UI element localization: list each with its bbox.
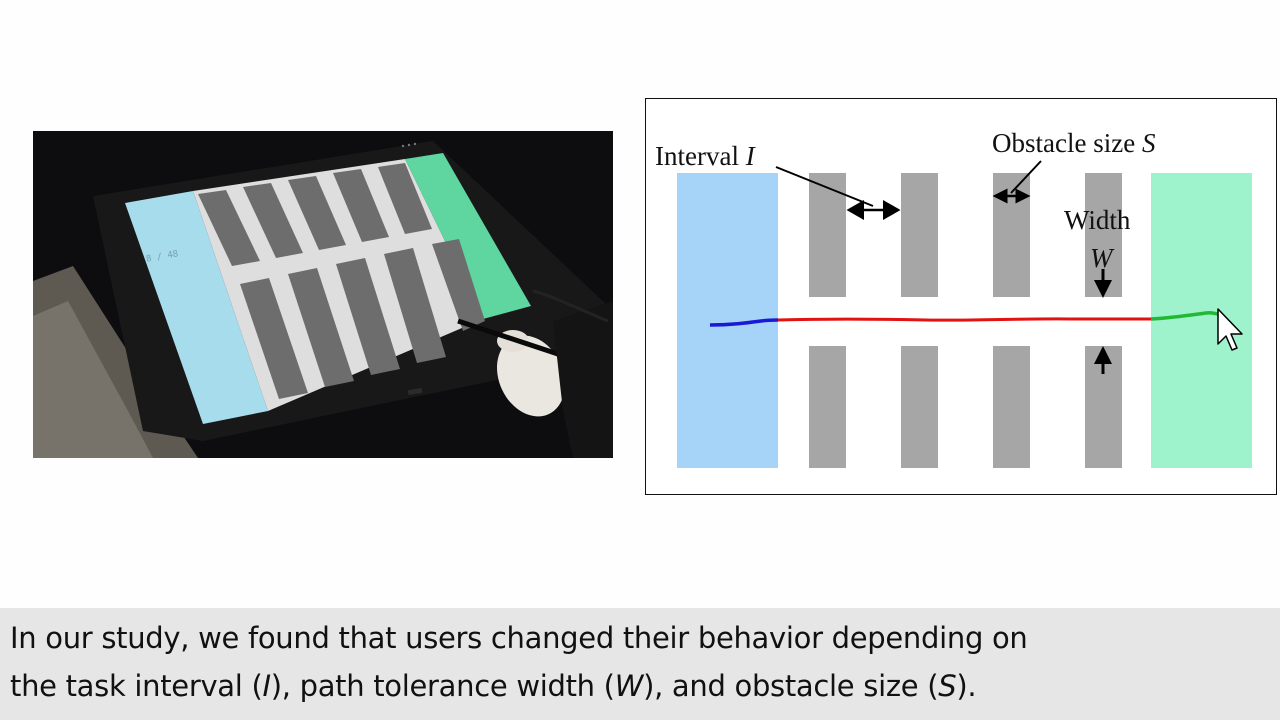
caption-line-2: the task interval (I), path tolerance wi… xyxy=(10,669,977,703)
path-start-segment xyxy=(709,318,779,327)
obstacle-size-leader xyxy=(1010,160,1042,194)
obstacle-size-label-text: Obstacle size xyxy=(992,128,1136,158)
caption-line-1-text: In our study, we found that users change… xyxy=(10,621,1028,655)
path-end-segment xyxy=(1150,310,1219,321)
caption-text: ). xyxy=(956,669,977,703)
interval-label-text: Interval xyxy=(655,141,739,171)
caption-var-S: S xyxy=(938,669,957,703)
obstacle xyxy=(809,173,846,297)
path-middle-segment xyxy=(777,317,1151,322)
caption-text: the task interval ( xyxy=(10,669,263,703)
interval-variable: I xyxy=(745,141,755,171)
caption-text: ), path tolerance width ( xyxy=(270,669,615,703)
width-label: Width xyxy=(1064,207,1130,234)
obstacle xyxy=(901,346,938,468)
obstacle xyxy=(993,346,1030,468)
caption-bar: In our study, we found that users change… xyxy=(0,608,1280,720)
experiment-photo xyxy=(33,131,613,458)
obstacle xyxy=(901,173,938,297)
interval-label: Interval I xyxy=(655,143,755,170)
obstacle-size-variable: S xyxy=(1141,128,1156,158)
goal-area xyxy=(1151,173,1252,468)
obstacle xyxy=(809,346,846,468)
caption-var-W: W xyxy=(614,669,644,703)
interval-leader xyxy=(775,166,874,207)
mouse-cursor-icon xyxy=(1217,308,1243,351)
width-label-text: Width xyxy=(1064,205,1131,235)
width-variable-text: W xyxy=(1090,243,1113,273)
obstacle-size-label: Obstacle size S xyxy=(992,130,1155,157)
width-variable: W xyxy=(1090,245,1113,272)
task-diagram: Interval I Obstacle size S Width W xyxy=(645,98,1277,495)
caption-var-I: I xyxy=(262,669,271,703)
caption-line-1: In our study, we found that users change… xyxy=(10,624,1028,653)
caption-text: ), and obstacle size ( xyxy=(643,669,939,703)
